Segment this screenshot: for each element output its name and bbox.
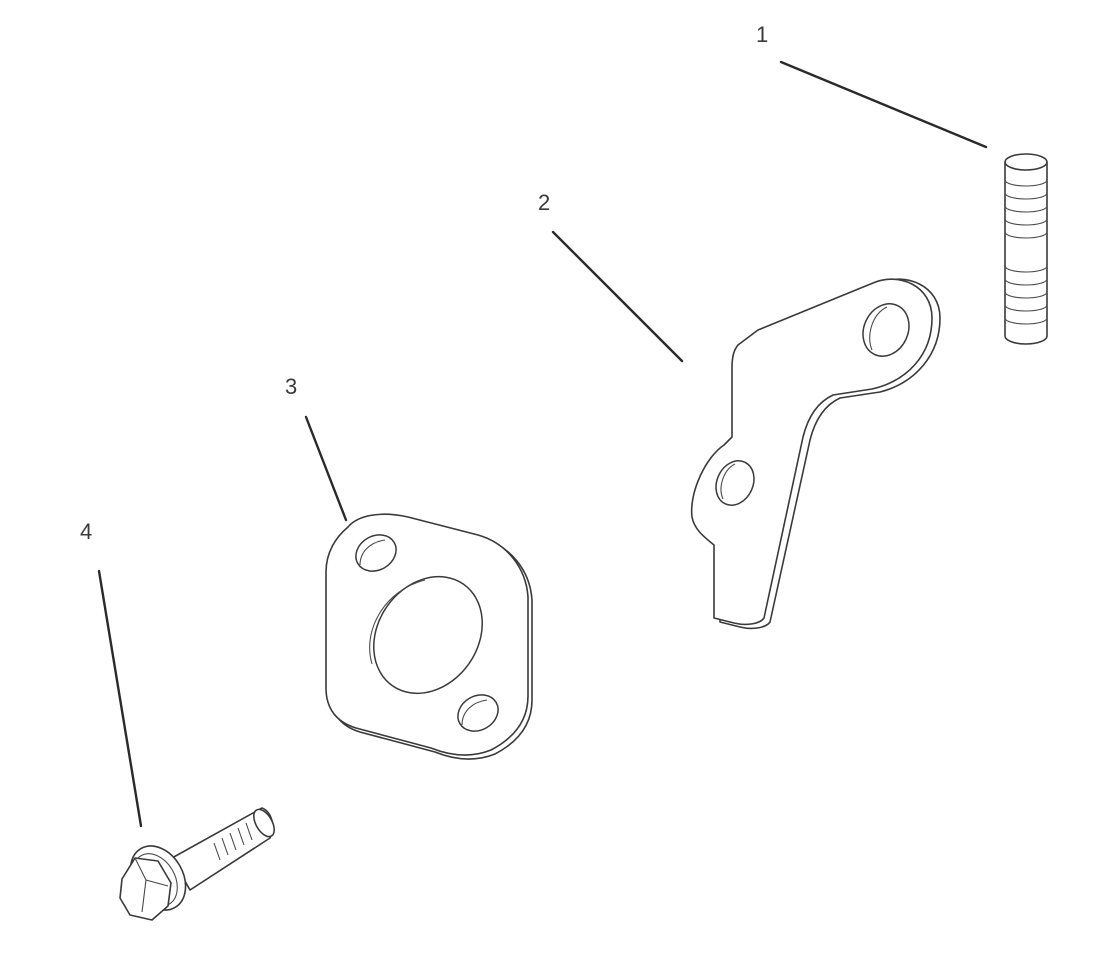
bracket-front-face	[690, 278, 933, 626]
part-3-gasket	[325, 513, 533, 760]
gasket-hole-upper-depth	[359, 539, 386, 566]
bracket-hole-upper-depth	[869, 306, 888, 351]
part-1-stud	[1004, 153, 1048, 345]
callout-2: 2	[538, 190, 684, 363]
bolt-hex-edges	[134, 857, 169, 913]
bolt-hex-head	[119, 857, 172, 921]
part-4-bolt	[119, 807, 276, 921]
bolt-tip	[252, 808, 276, 838]
callout-number-3: 3	[285, 374, 297, 399]
stud-body	[1004, 161, 1048, 345]
leader-line-3	[304, 415, 348, 522]
gasket-hole-upper	[355, 534, 397, 572]
leader-line-2	[551, 230, 684, 363]
bracket-hole-lower	[715, 460, 755, 506]
callout-number-2: 2	[538, 190, 550, 215]
callout-number-4: 4	[80, 519, 92, 544]
bracket-hole-lower-depth	[720, 463, 736, 500]
leader-line-4	[97, 569, 143, 828]
gasket-port-depth	[369, 579, 426, 665]
gasket-hole-lower	[457, 694, 499, 732]
callout-1: 1	[756, 22, 988, 149]
bolt-threads	[213, 822, 253, 861]
stud-top	[1004, 153, 1048, 171]
callout-3: 3	[285, 374, 348, 522]
leader-line-1	[779, 60, 988, 149]
stud-threads	[1004, 179, 1048, 325]
part-2-bracket	[690, 278, 941, 630]
gasket-center-port	[373, 575, 483, 695]
callout-4: 4	[80, 519, 143, 828]
callout-number-1: 1	[756, 22, 768, 47]
gasket-hole-lower-depth	[461, 699, 488, 726]
bracket-hole-upper	[862, 303, 910, 357]
